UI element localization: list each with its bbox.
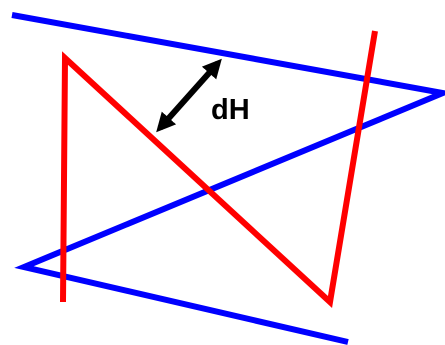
distance-arrow (156, 58, 222, 133)
red-polyline (60, 30, 378, 308)
distance-label: dH (211, 94, 250, 126)
blue-polyline (11, 12, 445, 345)
